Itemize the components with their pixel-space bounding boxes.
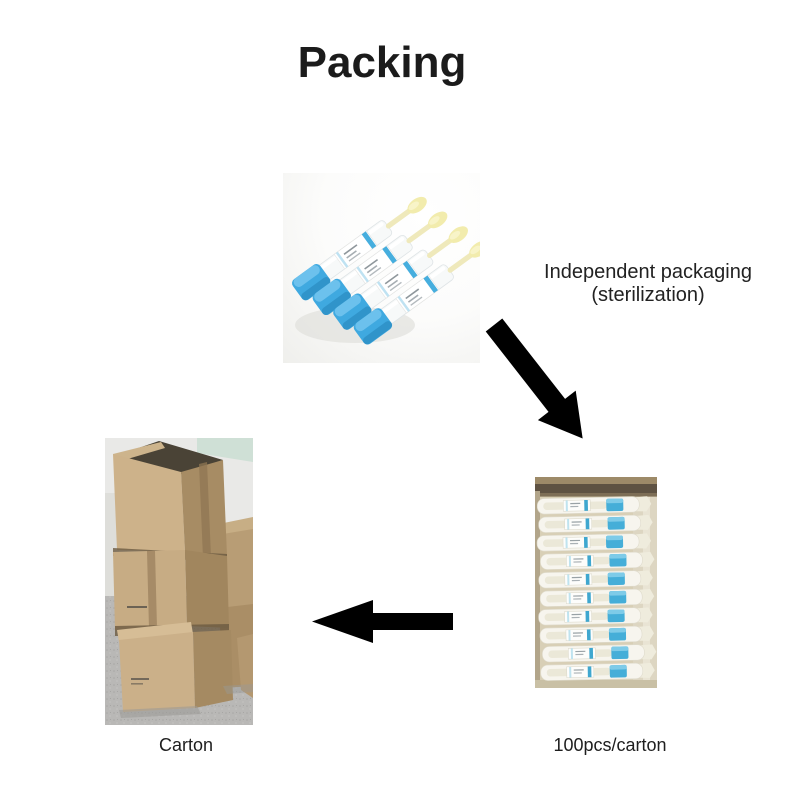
middle-box <box>113 548 229 630</box>
independent-packaging-line2: (sterilization) <box>591 284 705 306</box>
carton-stack-illustration <box>105 438 253 725</box>
swab-tubes-photo <box>283 173 480 363</box>
swab-tubes-illustration <box>289 188 480 347</box>
pcs-per-carton-label: 100pcs/carton <box>553 735 667 755</box>
top-box <box>113 441 227 558</box>
carton-stack-photo <box>105 438 253 725</box>
packed-swabs-photo <box>535 477 657 688</box>
packed-swabs-illustration <box>535 477 657 688</box>
independent-packaging-label: Independent packaging (sterilization) <box>544 261 752 307</box>
carton-label: Carton <box>158 735 214 755</box>
arrow-left-icon <box>305 598 460 646</box>
independent-packaging-line1: Independent packaging <box>544 261 752 283</box>
arrow-down-right-icon <box>474 312 594 452</box>
page-title: Packing <box>297 38 467 87</box>
bottom-box <box>115 622 233 712</box>
